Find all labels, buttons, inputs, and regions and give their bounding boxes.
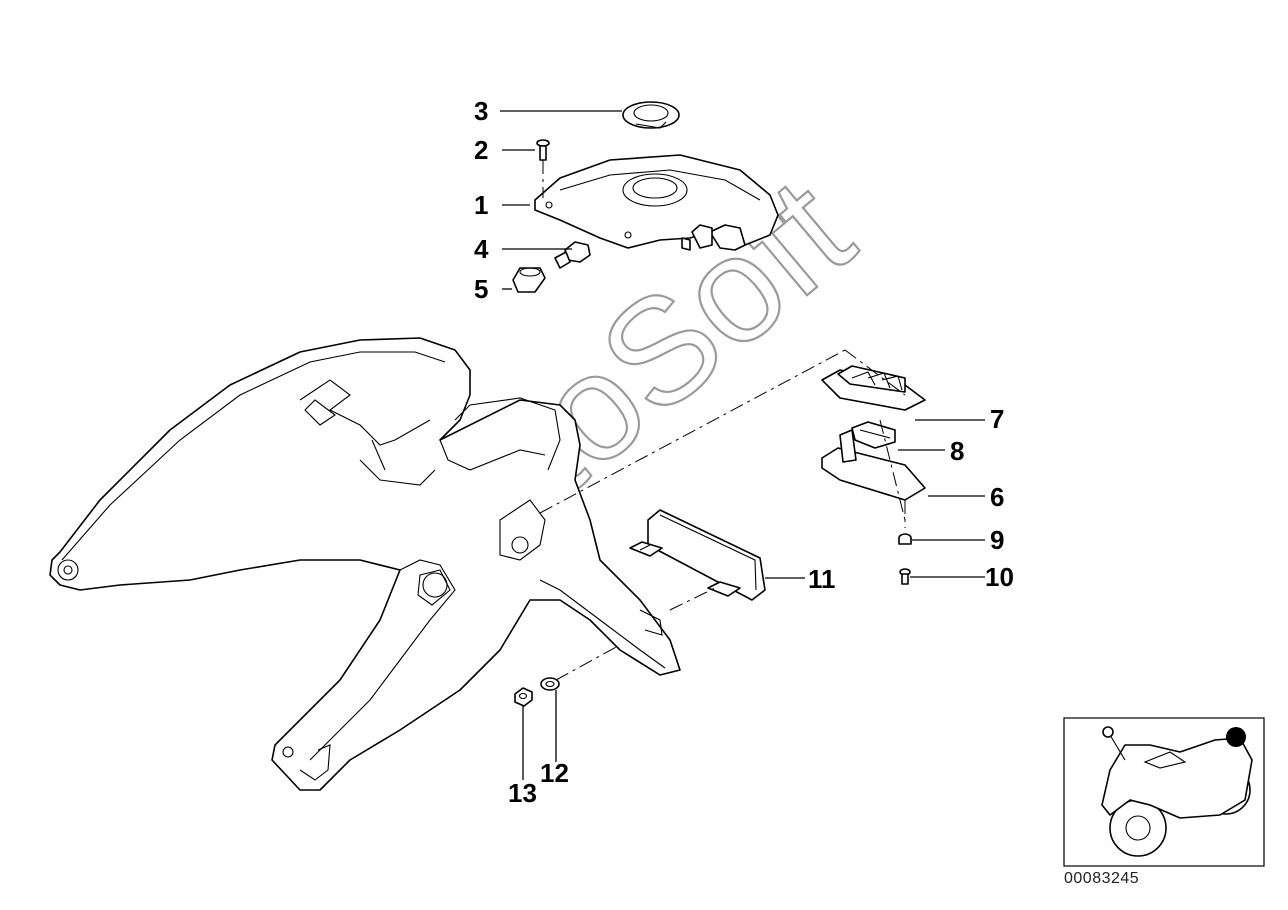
callout-11: 11 <box>808 564 836 594</box>
callout-1: 1 <box>474 190 488 220</box>
rear-frame-fender <box>49 337 681 791</box>
callout-5: 5 <box>474 274 488 304</box>
part-7-light-lens <box>821 365 926 411</box>
diagram-id: 00083245 <box>1064 870 1140 887</box>
leader-lines <box>500 110 985 780</box>
part-8-light-glass <box>851 421 896 449</box>
callout-6: 6 <box>990 482 1004 512</box>
part-12-washer <box>540 677 560 691</box>
callout-3: 3 <box>474 96 488 126</box>
callout-7: 7 <box>990 404 1004 434</box>
callout-2: 2 <box>474 135 488 165</box>
part-13-nut <box>514 687 533 707</box>
part-2-screw <box>536 139 550 198</box>
callout-8: 8 <box>950 436 964 466</box>
assembly-lines <box>539 349 906 681</box>
callout-4: 4 <box>474 234 489 264</box>
part-11-reflector <box>629 509 766 601</box>
callout-10: 10 <box>985 562 1014 592</box>
part-3-badge <box>622 101 680 129</box>
callout-labels: 3 2 1 4 5 7 8 6 9 10 11 12 13 <box>474 96 1014 808</box>
part-10-screw <box>899 568 911 585</box>
callout-9: 9 <box>990 525 1004 555</box>
callout-13: 13 <box>508 778 537 808</box>
part-4-bulb <box>554 241 591 269</box>
part-1-tail-cover <box>534 154 779 251</box>
part-9-nut <box>898 533 912 545</box>
part-6-light-base <box>821 429 926 528</box>
part-5-bulb-socket <box>512 267 546 293</box>
callout-12: 12 <box>540 758 569 788</box>
motorcycle-location-inset <box>1063 717 1265 867</box>
